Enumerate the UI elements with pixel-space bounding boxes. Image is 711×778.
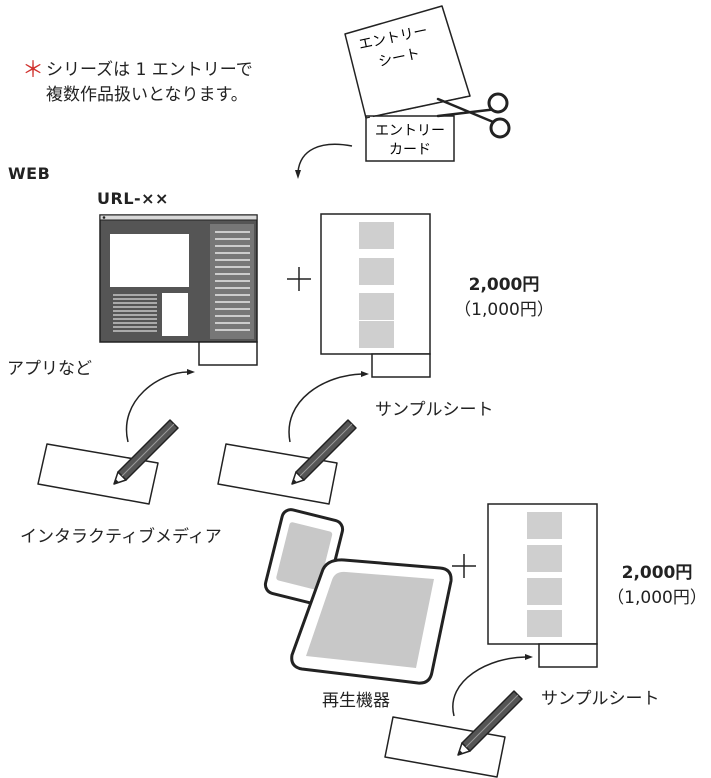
entry-arrow <box>297 143 353 173</box>
web-heading: WEB <box>8 164 51 183</box>
entry-card <box>365 115 455 162</box>
browser-text-lines-left <box>113 294 157 332</box>
note-card-2 <box>217 443 338 505</box>
series-note-line-1: シリーズは 1 エントリーで <box>46 60 253 80</box>
price-web-reduced: （1,000円） <box>454 300 554 320</box>
plus-icon <box>287 267 311 291</box>
price-interactive-value: 2,000円 <box>621 563 693 583</box>
series-note-line-2: 複数作品扱いとなります。 <box>46 85 248 105</box>
browser-window <box>99 214 258 366</box>
browser-text-lines-right <box>215 231 250 331</box>
sample-sheet-2 <box>487 503 598 668</box>
series-note: ＊シリーズは 1 エントリーで 複数作品扱いとなります。 <box>22 58 253 108</box>
price-interactive-reduced: （1,000円） <box>607 588 707 608</box>
sample-sheet-1 <box>320 213 431 378</box>
asterisk-icon: ＊ <box>22 58 45 83</box>
scissors-icon <box>436 92 511 139</box>
plus-icon-2 <box>452 554 476 578</box>
app-label: アプリなど <box>7 359 92 379</box>
sample-sheet-label-2: サンプルシート <box>541 689 660 709</box>
browser-entry-card <box>198 341 258 366</box>
entry-sheet-group: エントリー シート エントリー カード <box>295 5 511 179</box>
entry-card-text-2: カード <box>389 142 431 158</box>
device-label: 再生機器 <box>322 691 390 711</box>
interactive-heading: インタラクティブメディア <box>20 527 222 547</box>
price-interactive: 2,000円 （1,000円） <box>603 561 711 611</box>
sample-sheet-label-1: サンプルシート <box>375 400 494 420</box>
entry-card-text-1: エントリー <box>375 123 445 139</box>
price-web-value: 2,000円 <box>468 275 540 295</box>
note-card-1 <box>37 443 159 505</box>
price-web: 2,000円 （1,000円） <box>448 273 560 323</box>
tablet-icon <box>290 558 453 685</box>
url-label: URL-×× <box>97 189 169 208</box>
